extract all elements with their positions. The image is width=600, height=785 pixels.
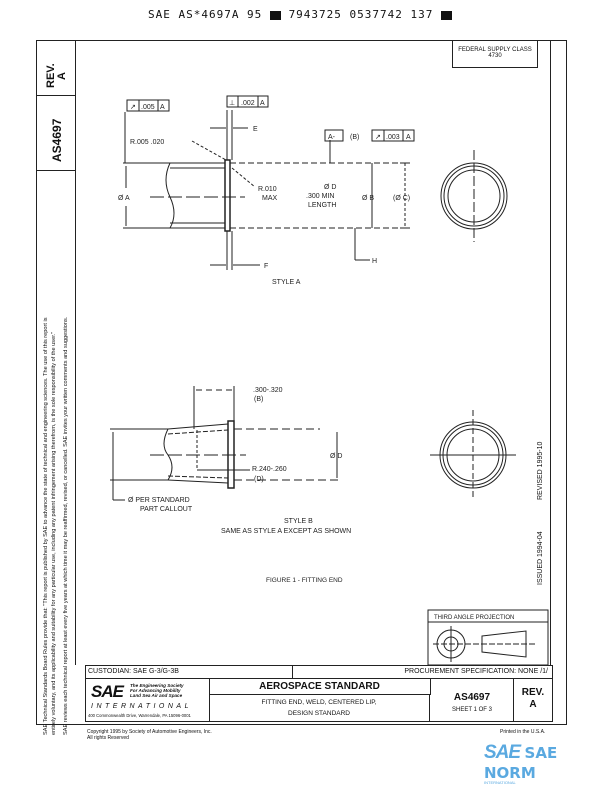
length-dim: (B) bbox=[254, 396, 263, 403]
printed-in: Printed in the U.S.A. bbox=[500, 729, 546, 735]
drawing-frame bbox=[36, 40, 567, 725]
title-block: SAE The Engineering Society For Advancin… bbox=[85, 678, 553, 722]
style-a-view bbox=[123, 95, 508, 270]
svg-text:THIRD ANGLE PROJECTION: THIRD ANGLE PROJECTION bbox=[434, 615, 514, 621]
sheet-number: SHEET 1 OF 3 bbox=[452, 707, 492, 713]
sae-logo-block: SAE The Engineering Society For Advancin… bbox=[86, 679, 210, 721]
part-callout: Ø PER STANDARD bbox=[128, 497, 190, 504]
style-b-caption: SAME AS STYLE A EXCEPT AS SHOWN bbox=[221, 528, 351, 535]
figure-caption: FIGURE 1 - FITTING END bbox=[266, 577, 343, 584]
dia-a: Ø A bbox=[118, 195, 130, 202]
barcode-block bbox=[441, 10, 453, 20]
federal-supply-class: FEDERAL SUPPLY CLASS 4730 bbox=[452, 40, 538, 68]
dia-d: Ø D bbox=[330, 453, 342, 460]
document-title: FITTING END, WELD, CENTERED LIP, DESIGN … bbox=[209, 695, 430, 721]
divider bbox=[75, 40, 76, 665]
dim-f: F bbox=[264, 263, 268, 270]
document-header-code: SAE AS*4697A 95 7943725 0537742 137 bbox=[0, 8, 600, 21]
dia-d: Ø D bbox=[324, 184, 336, 191]
fcf-runout-value: .003 bbox=[386, 134, 400, 141]
radius-callout: R.005 .020 bbox=[130, 139, 164, 146]
radius-callout: MAX bbox=[262, 195, 278, 202]
address: 400 Commonwealth Drive, Warrendale, PA 1… bbox=[88, 713, 191, 718]
procurement-spec: PROCUREMENT SPECIFICATION: NONE /1/ bbox=[404, 668, 548, 675]
fcf-datum: A bbox=[260, 100, 265, 107]
barcode-block bbox=[269, 10, 281, 20]
sae-logo: SAE bbox=[91, 682, 124, 701]
fcf-runout-value: .005 bbox=[141, 104, 155, 111]
third-angle-projection: THIRD ANGLE PROJECTION bbox=[427, 609, 549, 666]
min-length: LENGTH bbox=[308, 202, 336, 209]
fcf-datum: A bbox=[160, 104, 165, 111]
datum-a-label: A- bbox=[328, 134, 336, 141]
category: AEROSPACE STANDARD bbox=[209, 679, 431, 695]
runout-icon: ↗ bbox=[130, 104, 136, 111]
fcf-datum: A bbox=[406, 134, 411, 141]
radius-callout: R.240-.260 bbox=[252, 466, 287, 473]
copyright: Copyright 1995 by Society of Automotive … bbox=[87, 729, 212, 741]
dim-h: H bbox=[372, 258, 377, 265]
perpendicularity-icon: ⊥ bbox=[229, 100, 235, 107]
custodian: CUSTODIAN: SAE G-3/G-3B bbox=[88, 668, 179, 675]
dia-b: Ø B bbox=[362, 195, 374, 202]
custodian-row: CUSTODIAN: SAE G-3/G-3B PROCUREMENT SPEC… bbox=[85, 665, 553, 679]
watermark-logo: SAE SAE NORM INTERNATIONAL bbox=[484, 742, 558, 785]
fcf-perp-value: .002 bbox=[241, 100, 255, 107]
dim-e: E bbox=[253, 126, 258, 133]
dia-c: (Ø C) bbox=[393, 195, 410, 202]
min-length: .300 MIN bbox=[306, 193, 334, 200]
style-a-caption: STYLE A bbox=[272, 279, 301, 286]
style-b-caption: STYLE B bbox=[284, 518, 313, 525]
runout-icon: ↗ bbox=[375, 134, 381, 141]
length-dim: .300-.320 bbox=[253, 387, 283, 394]
divider bbox=[550, 40, 551, 665]
doc-number-block: AS4697 SHEET 1 OF 3 bbox=[431, 679, 514, 721]
revision-block: REV. A bbox=[521, 687, 545, 710]
datum-b-label: (B) bbox=[350, 134, 359, 141]
part-callout: PART CALLOUT bbox=[140, 506, 193, 513]
style-b-view bbox=[110, 386, 516, 501]
radius-callout: R.010 bbox=[258, 186, 277, 193]
radius-callout: (D) bbox=[254, 476, 264, 483]
